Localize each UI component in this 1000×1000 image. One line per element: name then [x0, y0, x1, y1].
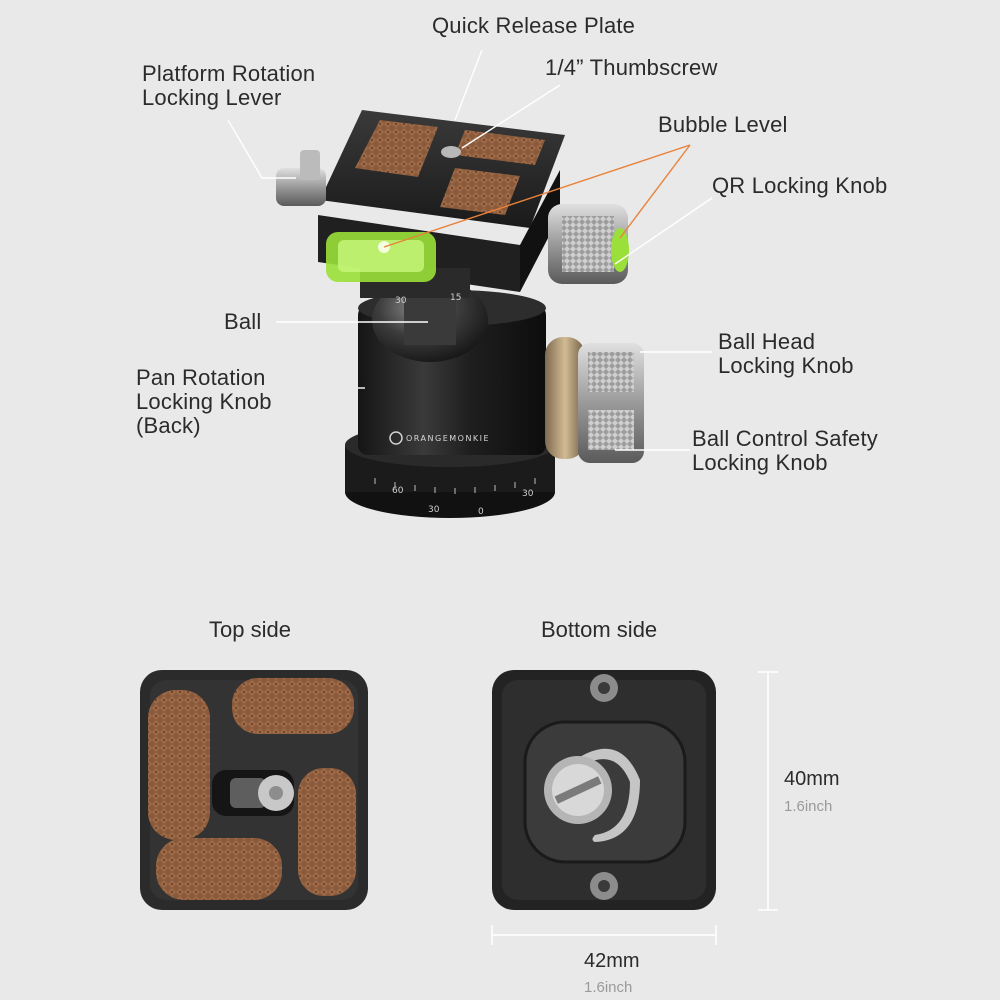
callout-text: Locking Lever [142, 85, 282, 110]
callout-lines [227, 49, 713, 451]
height-inch-label: 1.6inch [784, 798, 833, 815]
ball-head-locking-knob [545, 337, 644, 463]
leader-qr-knob [614, 197, 713, 265]
platform-scale-30: 30 [395, 296, 407, 306]
leader-quick-release [454, 49, 483, 121]
top-side-plate [140, 670, 368, 910]
bottom-side-caption: Bottom side [541, 617, 658, 642]
callout-text: Ball [224, 309, 262, 334]
callout-qr-locking-knob: QR Locking Knob [712, 174, 887, 198]
callout-text: Ball Control Safety [692, 426, 878, 451]
callout-ball-head-locking-knob: Ball Head Locking Knob [718, 330, 854, 378]
callout-pan-rotation-locking-knob: Pan Rotation Locking Knob (Back) [136, 366, 272, 438]
base-scale-30a: 30 [428, 505, 440, 515]
callout-text: Locking Knob [136, 389, 272, 414]
grip-pad [232, 678, 354, 734]
callout-text: Platform Rotation [142, 61, 316, 86]
callout-ball: Ball [224, 310, 262, 334]
callout-quick-release-plate: Quick Release Plate [432, 14, 635, 38]
callout-text: Quick Release Plate [432, 13, 636, 38]
callout-text: Pan Rotation [136, 365, 266, 390]
leader-bubble-side [619, 144, 691, 239]
width-mm-label: 42mm [584, 950, 640, 972]
platform-scale-15: 15 [450, 293, 461, 303]
callout-text: QR Locking Knob [712, 173, 888, 198]
callout-text: 1/4” Thumbscrew [545, 55, 718, 80]
bottom-side-plate [492, 670, 716, 910]
callout-bubble-level: Bubble Level [658, 113, 788, 137]
callout-ball-control-safety-knob: Ball Control Safety Locking Knob [692, 427, 878, 475]
callout-thumbscrew: 1/4” Thumbscrew [545, 56, 718, 80]
top-side-caption: Top side [209, 617, 291, 642]
ball-head: 60 30 0 30 ORANGEMONKIE [276, 110, 644, 518]
brand-logo-text: ORANGEMONKIE [406, 434, 490, 443]
d-ring [575, 748, 640, 842]
quick-release-plate [320, 110, 565, 228]
base-scale-60: 60 [392, 486, 404, 496]
grip-pad [148, 690, 210, 840]
callout-text: Ball Head [718, 329, 816, 354]
grip-pad [298, 768, 356, 896]
ball [372, 278, 488, 362]
callout-text: (Back) [136, 413, 201, 438]
dimension-lines [491, 671, 778, 945]
leader-bubble-main [383, 144, 691, 248]
leader-thumbscrew [461, 84, 561, 149]
thumbscrew [441, 146, 461, 158]
bubble-level [326, 232, 436, 282]
bubble-level-leaders [383, 144, 691, 248]
callout-text: Locking Knob [718, 353, 854, 378]
callout-text: Bubble Level [658, 112, 788, 137]
width-inch-label: 1.6inch [584, 979, 633, 996]
qr-locking-knob [548, 204, 629, 284]
callout-platform-rotation-lever: Platform Rotation Locking Lever [142, 62, 315, 110]
leader-platform-lever [227, 119, 296, 179]
base-scale-0: 0 [478, 507, 484, 517]
base-scale-30b: 30 [522, 489, 534, 499]
height-mm-label: 40mm [784, 768, 840, 790]
grip-pad [156, 838, 282, 900]
callout-text: Locking Knob [692, 450, 828, 475]
brand-logo-icon [389, 431, 403, 445]
